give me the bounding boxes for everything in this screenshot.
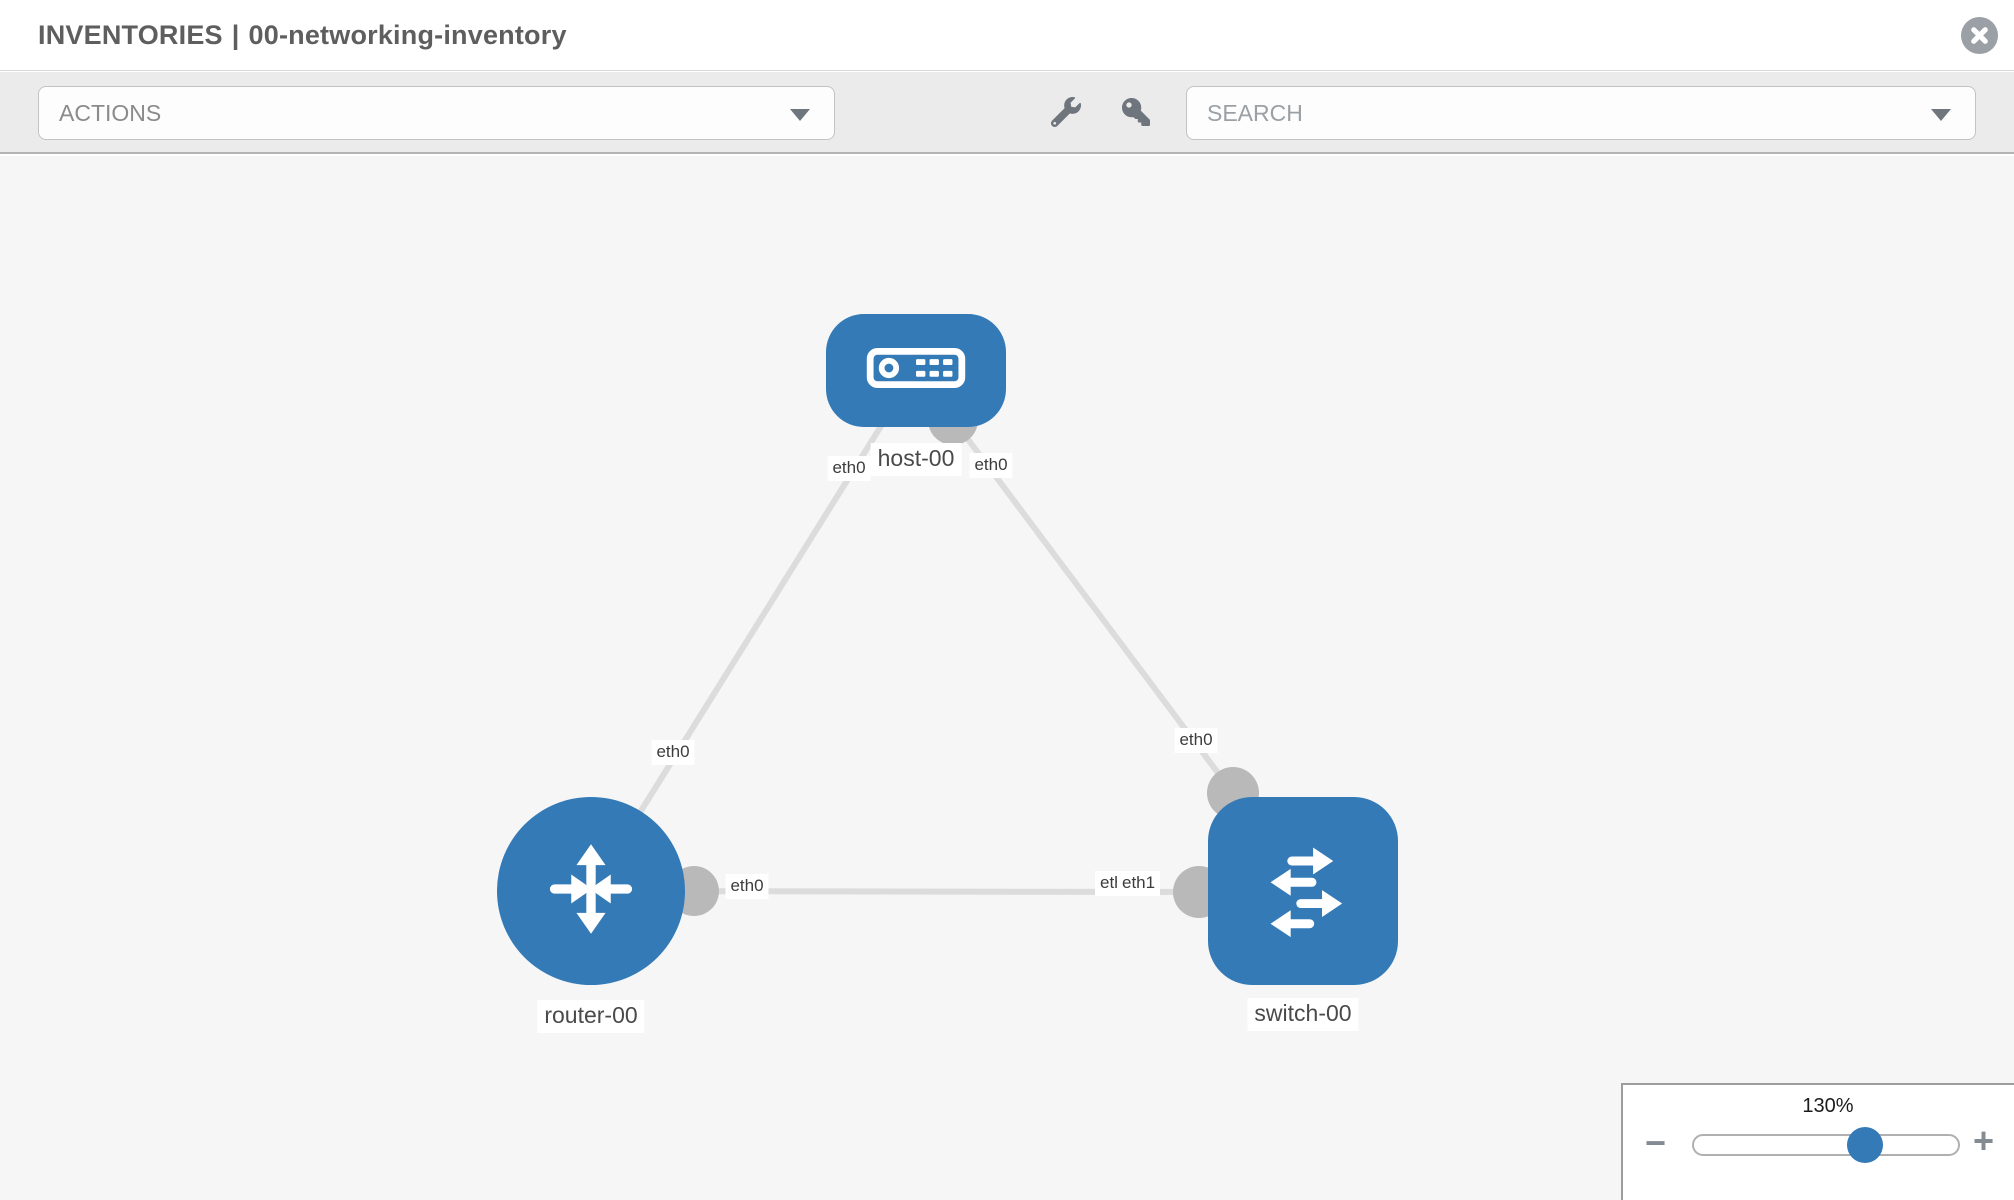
breadcrumb-separator: |: [231, 20, 240, 50]
node-label-host: host-00: [870, 443, 962, 476]
search-dropdown[interactable]: SEARCH: [1186, 86, 1976, 140]
node-label-switch: switch-00: [1247, 998, 1359, 1031]
node-router-00[interactable]: [497, 797, 685, 985]
search-dropdown-label: SEARCH: [1207, 99, 1303, 126]
wrench-icon: [1050, 96, 1081, 130]
interface-label-host-eth0-left: eth0: [827, 456, 871, 481]
switch-arrows-icon: [1247, 833, 1359, 950]
times-circle-icon: [1961, 17, 1998, 54]
toolbar: ACTIONS SEARCH: [0, 72, 2014, 154]
interface-label-router-eth0-top: eth0: [651, 740, 695, 765]
topology-canvas[interactable]: host-00 router-00 switch-00 eth0 eth0 et…: [0, 156, 2014, 1200]
link-host-switch[interactable]: [913, 368, 1236, 795]
chevron-down-icon: [790, 109, 810, 121]
zoom-slider-track[interactable]: [1692, 1134, 1960, 1156]
zoom-panel: 130% − +: [1621, 1083, 2014, 1200]
zoom-out-button[interactable]: −: [1645, 1125, 1666, 1161]
node-switch-00[interactable]: [1208, 797, 1398, 985]
plus-icon: +: [1973, 1120, 1995, 1161]
minus-icon: −: [1645, 1122, 1667, 1163]
breadcrumb-section: INVENTORIES: [38, 20, 223, 50]
node-label-router: router-00: [537, 1000, 645, 1033]
zoom-level-label: 130%: [1802, 1095, 1854, 1117]
breadcrumb: INVENTORIES | 00-networking-inventory: [38, 20, 567, 51]
node-host-00[interactable]: [826, 314, 1006, 427]
key-icon: [1122, 97, 1150, 129]
server-icon: [866, 346, 966, 395]
interface-label-switch-eth0-top: eth0: [1174, 728, 1218, 753]
router-arrows-icon: [539, 837, 643, 946]
zoom-slider-thumb[interactable]: [1847, 1127, 1883, 1163]
configure-button[interactable]: [1048, 96, 1084, 130]
panel-header: INVENTORIES | 00-networking-inventory: [0, 0, 2014, 71]
interface-label-host-eth0-right: eth0: [969, 453, 1013, 478]
credentials-button[interactable]: [1118, 96, 1154, 130]
interface-label-switch-eth1: eth1: [1117, 871, 1161, 896]
actions-dropdown[interactable]: ACTIONS: [38, 86, 835, 140]
links-layer: [588, 368, 1259, 918]
zoom-in-button[interactable]: +: [1973, 1123, 1994, 1159]
chevron-down-icon: [1931, 109, 1951, 121]
actions-dropdown-label: ACTIONS: [59, 99, 162, 126]
interface-label-router-eth0-right: eth0: [725, 874, 769, 899]
close-button[interactable]: [1961, 17, 1998, 54]
inventory-name: 00-networking-inventory: [248, 20, 567, 50]
